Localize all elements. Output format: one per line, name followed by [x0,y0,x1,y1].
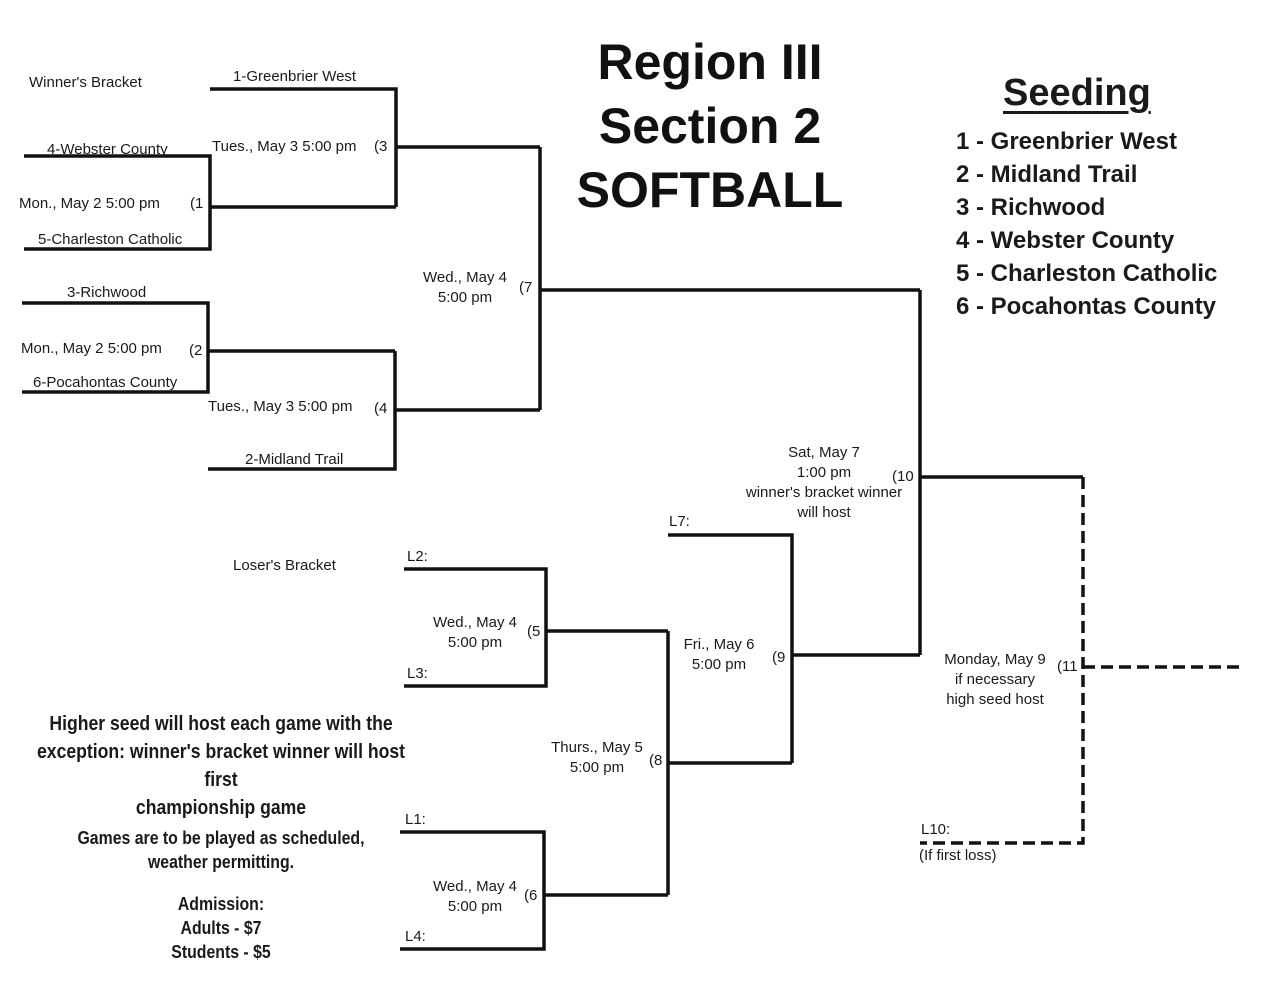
weather-note: Games are to be played as scheduled, wea… [62,826,381,874]
title-line: Region III [597,34,823,90]
seed-item: 4 - Webster County [956,227,1175,254]
game11-condition: if necessary [954,671,1036,688]
hosting-note-line: exception: winner's bracket winner will … [36,741,406,791]
title-line: Section 2 [598,98,822,154]
game4-time: Tues., May 3 5:00 pm [208,398,353,415]
bracket-line-g9 [668,533,920,763]
game6-time: Wed., May 4 5:00 pm [420,877,530,917]
game2-number: (2 [189,342,203,359]
team-midland-trail: 2-Midland Trail [245,451,344,468]
game9-number: (9 [772,649,786,666]
admission-info: Admission: Adults - $7 Students - $5 [132,892,310,964]
game7-hour: 5:00 pm [437,289,493,306]
game8-time: Thurs., May 5 5:00 pm [542,738,652,778]
game10-host-note: winner's bracket winner [745,484,903,501]
bracket-line-g5 [404,567,668,688]
game3-number: (3 [374,138,388,155]
seeding-heading: Seeding [1003,72,1151,114]
game6-hour: 5:00 pm [447,898,503,915]
slot-l10-note: (If first loss) [919,847,997,864]
team-pocahontas-county: 6-Pocahontas County [33,374,178,391]
bracket-line-g7 [538,147,920,410]
title-line: SOFTBALL [576,162,844,218]
game7-number: (7 [519,279,533,296]
seed-item: 6 - Pocahontas County [956,293,1217,320]
game10-info: Sat, May 7 1:00 pm winner's bracket winn… [734,443,914,523]
game3-time: Tues., May 3 5:00 pm [212,138,357,155]
game7-time: Wed., May 4 5:00 pm [410,268,520,308]
game9-date: Fri., May 6 [683,636,755,653]
game8-hour: 5:00 pm [569,759,625,776]
team-charleston-catholic: 5-Charleston Catholic [38,231,183,248]
slot-l7: L7: [669,513,690,530]
game9-hour: 5:00 pm [691,656,747,673]
game9-time: Fri., May 6 5:00 pm [664,635,774,675]
seed-item: 5 - Charleston Catholic [956,260,1218,287]
game5-date: Wed., May 4 [433,614,517,631]
slot-l10: L10: [921,821,951,838]
seed-item: 1 - Greenbrier West [956,128,1177,155]
game1-time: Mon., May 2 5:00 pm [19,195,160,212]
game6-number: (6 [524,887,538,904]
seed-item: 2 - Midland Trail [956,161,1138,188]
team-greenbrier-west: 1-Greenbrier West [233,68,357,85]
game8-date: Thurs., May 5 [551,739,643,756]
slot-l3: L3: [407,665,428,682]
game11-info: Monday, May 9 if necessary high seed hos… [935,650,1055,710]
team-webster-county: 4-Webster County [47,141,168,158]
seed-item: 3 - Richwood [956,194,1106,221]
bracket-line-g1 [24,154,396,251]
bracket-line-g4 [208,351,540,471]
game11-number: (11 [1057,658,1078,675]
game11-host-note: high seed host [946,691,1044,708]
game10-host-note-2: will host [797,504,851,521]
game10-number: (10 [892,468,914,485]
game7-date: Wed., May 4 [423,269,507,286]
admission-label: Admission: [177,894,265,914]
admission-students: Students - $5 [171,942,271,962]
slot-l2: L2: [407,548,428,565]
bracket-line-g2 [22,301,395,394]
game6-date: Wed., May 4 [433,878,517,895]
game5-hour: 5:00 pm [447,634,503,651]
slot-l1: L1: [405,811,426,828]
game5-time: Wed., May 4 5:00 pm [420,613,530,653]
losers-bracket-label: Loser's Bracket [233,557,336,574]
game5-number: (5 [527,623,541,640]
game1-number: (1 [190,195,204,212]
bracket-line-g10 [918,290,1083,655]
weather-note-line: Games are to be played as scheduled, [77,828,365,848]
admission-adults: Adults - $7 [180,918,262,938]
game11-date: Monday, May 9 [944,651,1046,668]
game8-number: (8 [649,752,663,769]
game4-number: (4 [374,400,388,417]
hosting-note: Higher seed will host each game with the… [27,710,416,822]
game10-hour: 1:00 pm [796,464,852,481]
bracket-line-g3 [210,87,540,207]
bracket-line-g11 [920,477,1245,845]
winners-bracket-label: Winner's Bracket [29,74,142,91]
bracket-line-g8 [666,631,792,895]
weather-note-line: weather permitting. [147,852,295,872]
hosting-note-line: championship game [135,797,307,819]
game2-time: Mon., May 2 5:00 pm [21,340,162,357]
team-richwood: 3-Richwood [67,284,147,301]
bracket-line-g6 [400,830,668,951]
hosting-note-line: Higher seed will host each game with the [49,713,393,735]
page-title: Region III Section 2 SOFTBALL [560,30,860,222]
slot-l4: L4: [405,928,426,945]
game10-date: Sat, May 7 [788,444,860,461]
